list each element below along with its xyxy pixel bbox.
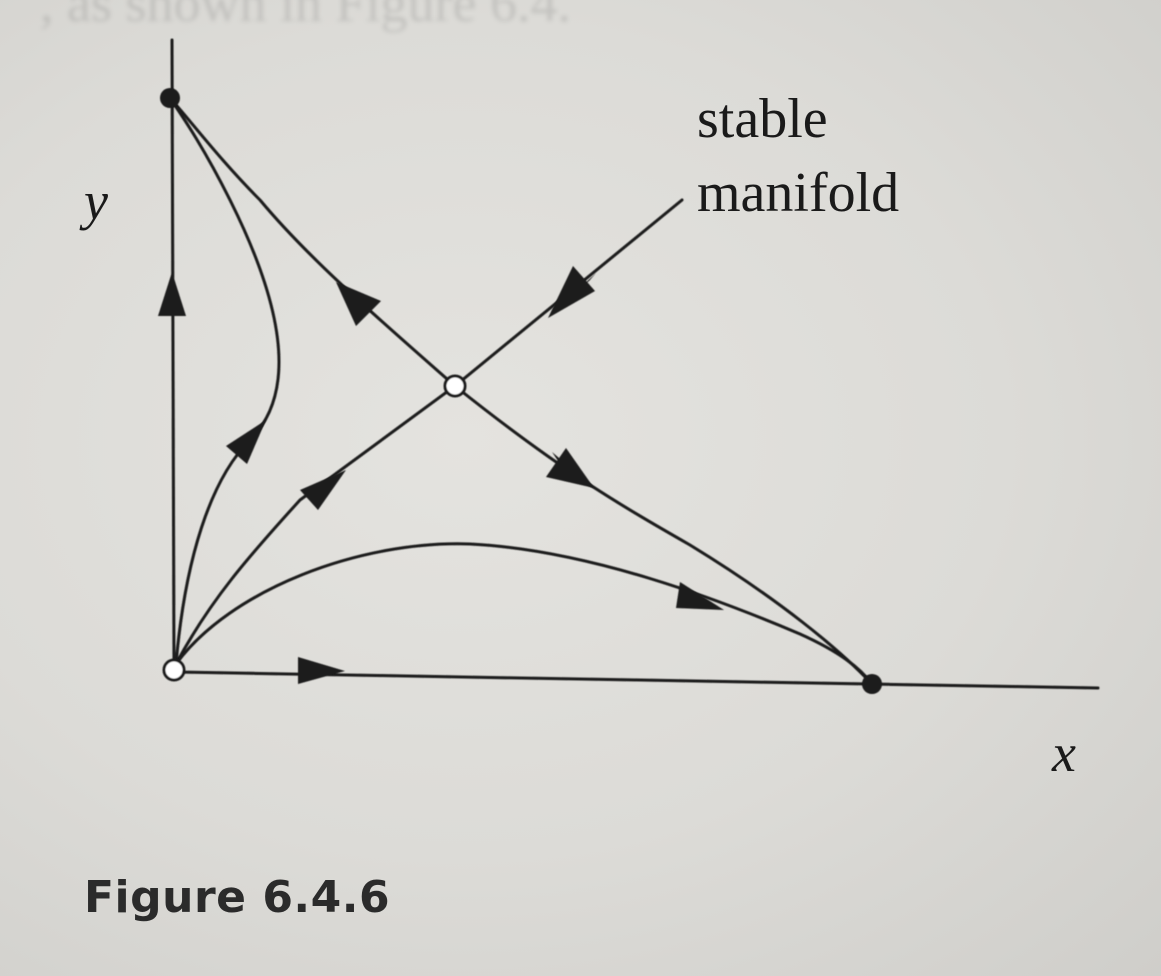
stable-node-right: [862, 674, 882, 694]
unstable-manifold-upper: [168, 96, 457, 388]
trajectory-left: [168, 96, 281, 666]
stable-manifold-line: [174, 198, 684, 666]
x-axis-arrow: [298, 657, 345, 684]
unstable-arrow-upper: [336, 282, 381, 326]
lower-trajectory-arrow: [676, 582, 724, 610]
trajectory-lower: [174, 542, 874, 686]
saddle-point: [443, 374, 467, 398]
unstable-arrow-lower-head: [546, 448, 594, 488]
stable-manifold-label-line2: manifold: [697, 162, 900, 224]
y-axis-line: [170, 38, 176, 670]
unstable-node-origin: [162, 658, 186, 682]
stable-manifold-label-line1: stable: [697, 88, 828, 150]
stable-manifold-label: stable manifold: [697, 82, 899, 230]
figure-caption: Figure 6.4.6: [84, 872, 391, 923]
left-trajectory-arrow: [226, 420, 266, 464]
stable-arrow-upper-head: [548, 266, 595, 318]
x-axis-label: x: [1052, 723, 1076, 783]
bleed-through-text: , as shown in Figure 6.4.: [40, 0, 571, 33]
stable-node-top: [160, 88, 180, 108]
stable-arrow-lower: [300, 470, 346, 510]
y-axis-label: y: [84, 171, 108, 231]
y-axis-arrow: [158, 272, 186, 316]
unstable-manifold-lower: [453, 384, 874, 686]
